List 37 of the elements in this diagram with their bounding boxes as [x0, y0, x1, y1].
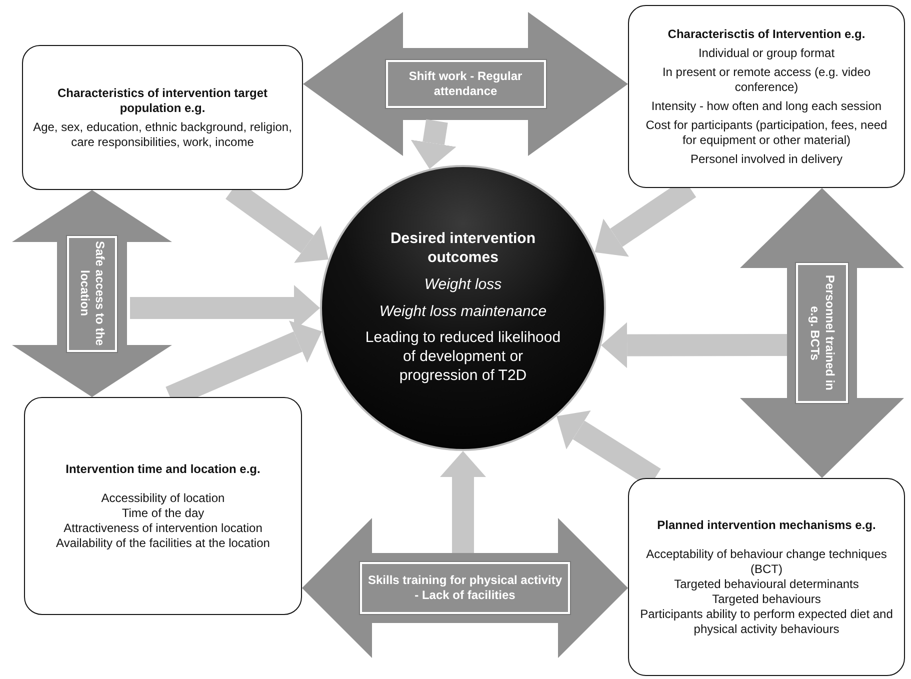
- box-heading: Desired intervention outcomes: [389, 230, 537, 268]
- box-heading: Intervention time and location e.g.: [66, 462, 260, 476]
- box-text: Attractiveness of intervention location: [64, 520, 262, 536]
- box-heading: Planned intervention mechanisms e.g.: [657, 518, 876, 532]
- box-text: Intensity - how often and long each session: [651, 98, 882, 114]
- box-text: Accessibility of location: [101, 490, 225, 506]
- box-text: Age, sex, education, ethnic background, religion, care responsibilities, work, income: [33, 120, 292, 150]
- box-text: Availability of the facilities at the location: [56, 536, 270, 550]
- box-text: Weight loss: [424, 276, 502, 295]
- double-arrow: [303, 12, 628, 156]
- box-text: Cost for participants (participation, fees, need for equipment or other material): [644, 118, 888, 148]
- box-heading: Characteristics of intervention target population e.g.: [56, 86, 269, 116]
- edge-label: Personnel trained in e.g. BCTs: [796, 263, 848, 403]
- box-heading: Characterisctis of Intervention e.g.: [668, 26, 866, 42]
- box-text: Targeted behaviours: [712, 592, 821, 606]
- box-text: Individual or group format: [698, 46, 835, 60]
- arrow: [410, 119, 456, 169]
- info-box: [24, 397, 302, 615]
- box-text: Participants ability to perform expected diet and physical activity behaviours: [639, 606, 894, 636]
- box-text: Personel involved in delivery: [690, 152, 843, 166]
- edge-label: Safe access to the location: [67, 236, 117, 352]
- arrow: [440, 451, 486, 553]
- box-text: Targeted behavioural determinants: [674, 576, 859, 592]
- double-arrow: [302, 518, 628, 658]
- box-text: Leading to reduced likelihood of development or progression of T2D: [364, 329, 562, 386]
- double-arrow: [740, 188, 904, 478]
- info-box: [628, 5, 905, 188]
- info-box: [22, 45, 303, 190]
- box-text: Acceptability of behaviour change techniques (BCT): [645, 546, 888, 576]
- box-text: Weight loss maintenance: [379, 302, 547, 322]
- arrow: [601, 322, 788, 368]
- box-text: Time of the day: [122, 506, 204, 520]
- edge-label: Skills training for physical activity - Lack of facilities: [360, 562, 570, 614]
- box-text: In present or remote access (e.g. video conference): [661, 64, 872, 94]
- double-arrow: [12, 190, 172, 397]
- edge-label: Shift work - Regular attendance: [386, 60, 546, 108]
- info-box: [628, 478, 905, 676]
